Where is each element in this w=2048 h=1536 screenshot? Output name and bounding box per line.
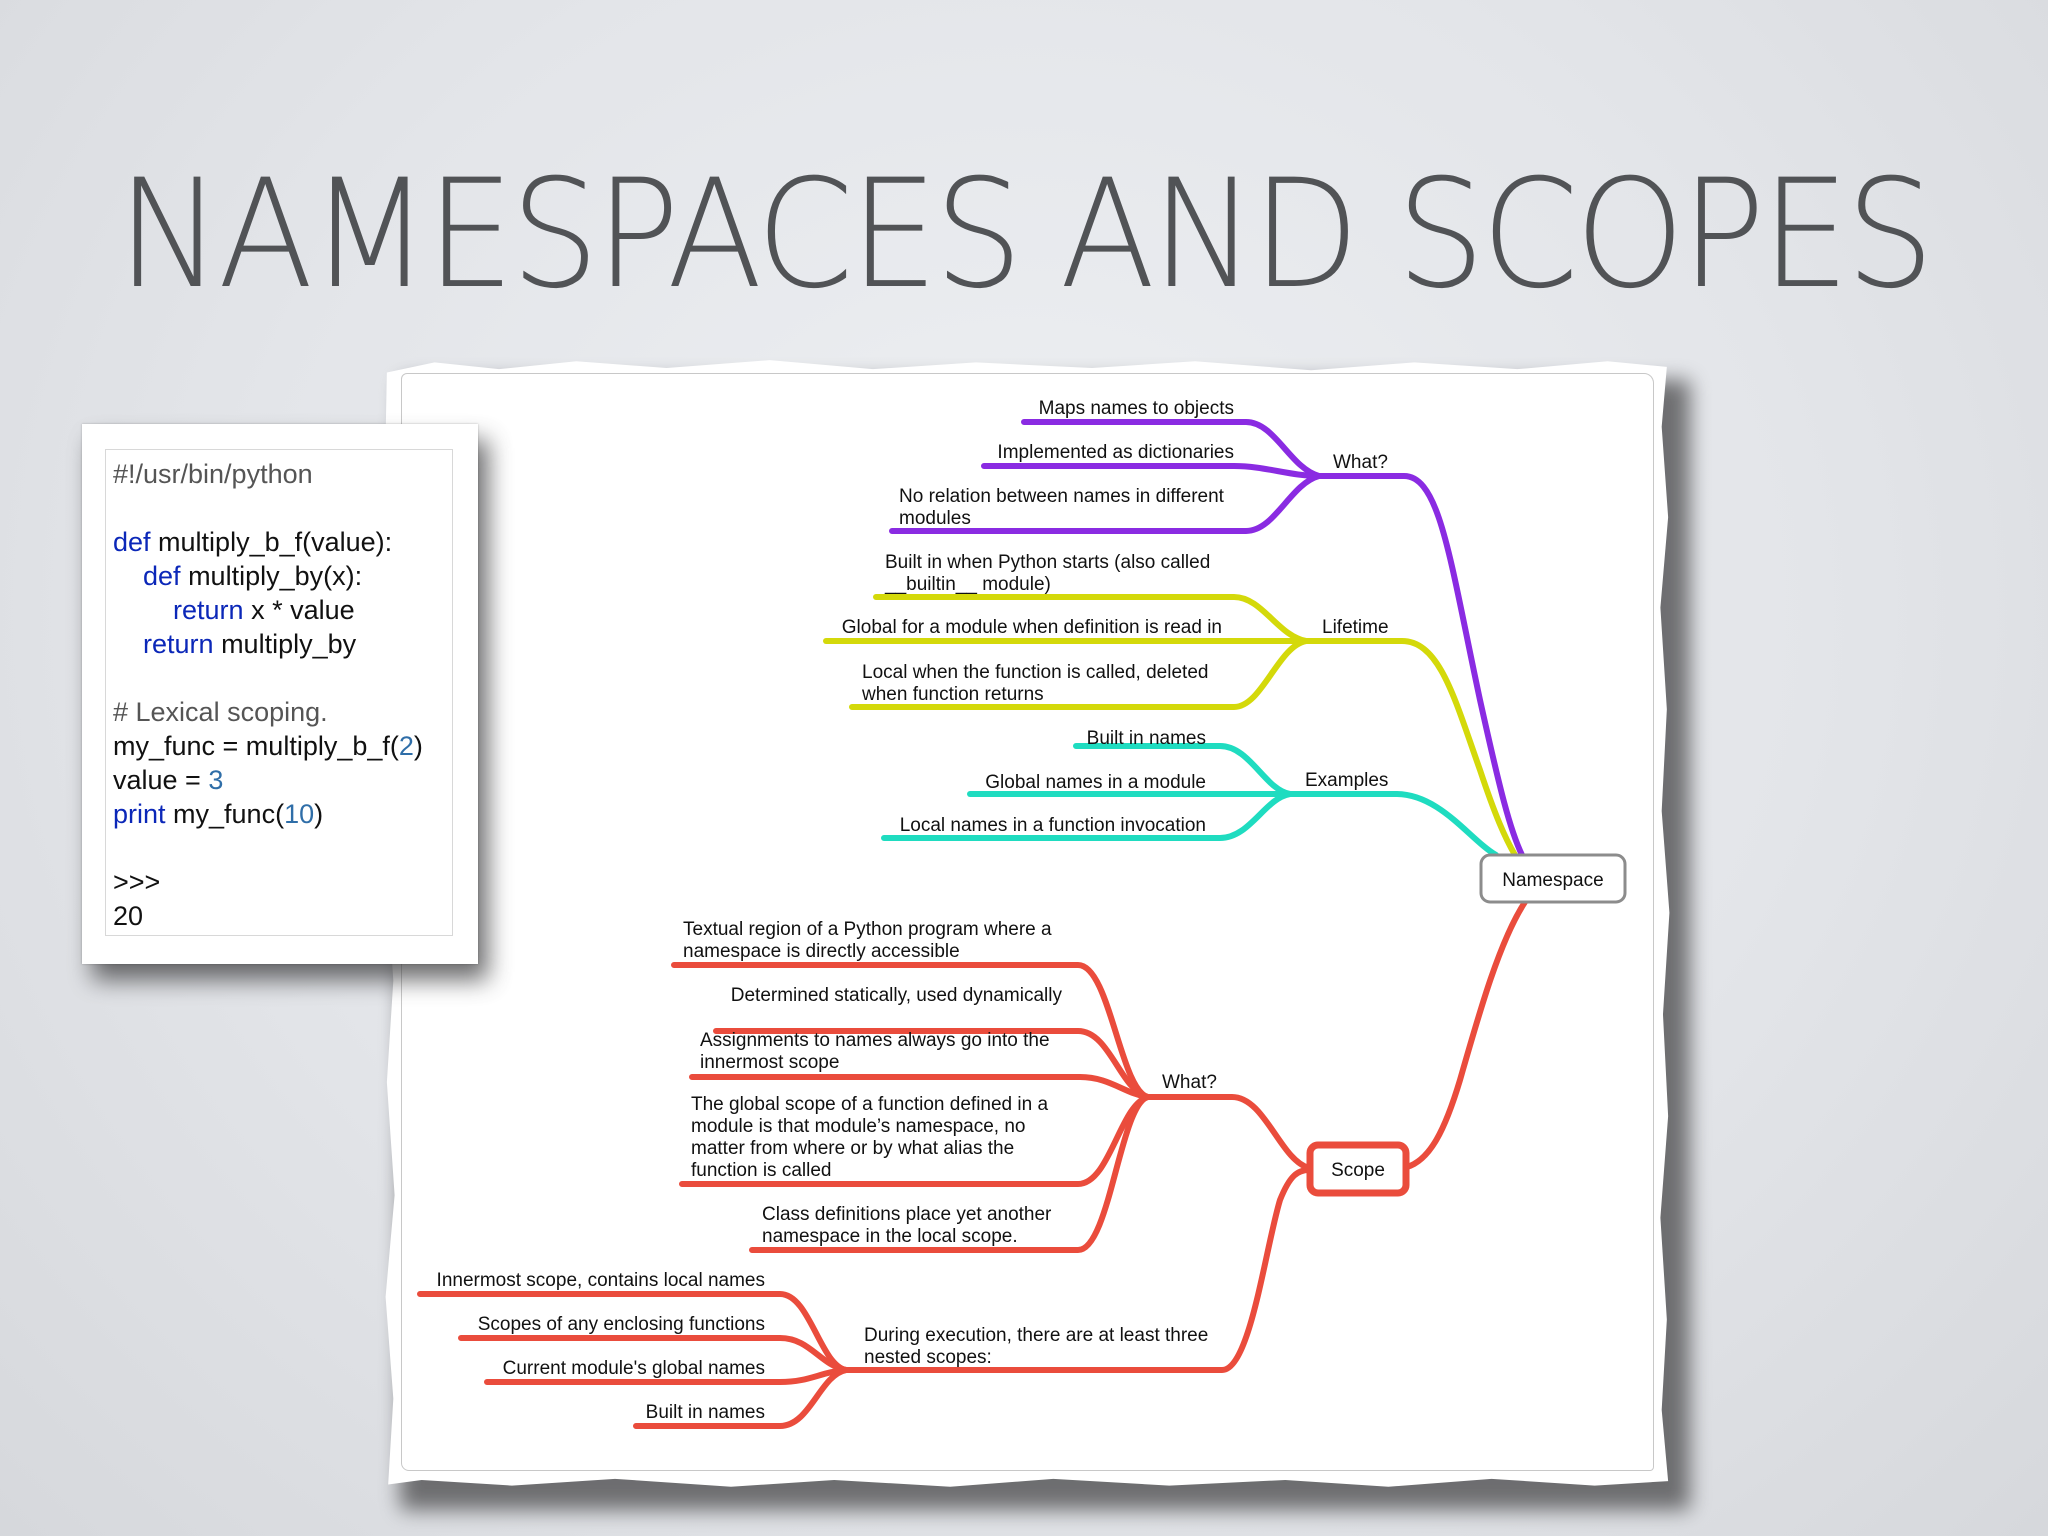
code-line: def multiply_b_f(value):: [113, 525, 423, 559]
code-line: >>>: [113, 865, 423, 899]
code-keyword: def: [143, 561, 181, 591]
code-line: value = 3: [113, 763, 423, 797]
leaf-no-relation-line1: No relation between names in different: [899, 486, 1225, 507]
namespace-what-branch: [889, 419, 1525, 858]
leaf-global-scope-line1: The global scope of a function defined i…: [691, 1094, 1048, 1115]
code-line: my_func = multiply_b_f(2): [113, 729, 423, 763]
code-line: [113, 831, 423, 865]
namespace-examples-branch: [881, 743, 1499, 858]
code-line: 20: [113, 899, 423, 933]
code-line: #!/usr/bin/python: [113, 457, 423, 491]
code-text: [113, 595, 173, 625]
code-text: x * value: [243, 595, 355, 625]
leaf-built-in-names: Built in names: [1087, 728, 1206, 749]
code-keyword: print: [113, 799, 166, 829]
leaf-class-defs-line1: Class definitions place yet another: [762, 1204, 1052, 1225]
code-text: ): [413, 731, 423, 761]
code-number: 3: [208, 765, 224, 795]
python-code-block: #!/usr/bin/python def multiply_b_f(value)…: [113, 457, 423, 933]
leaf-local-when-line1: Local when the function is called, delet…: [862, 662, 1208, 683]
leaf-global-scope-line3: matter from where or by what alias the: [691, 1138, 1014, 1159]
leaf-global-for-module: Global for a module when definition is r…: [842, 617, 1222, 638]
code-line: [113, 491, 423, 525]
code-keyword: def: [113, 527, 151, 557]
leaf-assignments-line1: Assignments to names always go into the: [700, 1030, 1050, 1051]
scope-node-label: Scope: [1331, 1160, 1385, 1181]
leaf-built-in-when-line1: Built in when Python starts (also called: [885, 552, 1210, 573]
torn-paper-mindmap-background: [385, 360, 1670, 1487]
code-text: value =: [113, 765, 209, 795]
namespace-to-scope-link: [1404, 899, 1528, 1170]
code-text: [113, 629, 143, 659]
leaf-no-relation-line2: modules: [899, 508, 971, 529]
leaf-class-defs-line2: namespace in the local scope.: [762, 1226, 1018, 1247]
leaf-global-names-module: Global names in a module: [985, 772, 1206, 793]
code-frame: [105, 449, 453, 936]
namespace-node-label: Namespace: [1502, 870, 1603, 891]
code-text: [113, 561, 143, 591]
scope-node[interactable]: Scope: [1306, 1141, 1410, 1197]
slide-title: NAMESPACES AND SCOPES: [117, 148, 1934, 322]
code-text: my_func = multiply_b_f(: [113, 731, 399, 761]
leaf-innermost-scope: Innermost scope, contains local names: [437, 1270, 765, 1291]
code-number: 10: [284, 799, 315, 829]
code-line: def multiply_by(x):: [113, 559, 423, 593]
leaf-maps-names: Maps names to objects: [1039, 398, 1234, 419]
code-card: #!/usr/bin/python def multiply_b_f(value)…: [82, 424, 478, 964]
code-text: multiply_by(x):: [180, 561, 363, 591]
branch-label-execution-line1: During execution, there are at least thr…: [864, 1325, 1208, 1346]
leaf-assignments-line2: innermost scope: [700, 1052, 839, 1073]
branch-label-examples: Examples: [1305, 770, 1388, 791]
leaf-scope-built-in-names: Built in names: [646, 1402, 765, 1423]
code-line: print my_func(10): [113, 797, 423, 831]
branch-label-namespace-what: What?: [1333, 452, 1388, 473]
code-line: return multiply_by: [113, 627, 423, 661]
code-number: 2: [398, 731, 414, 761]
branch-label-execution-line2: nested scopes:: [864, 1347, 992, 1368]
leaf-global-scope-line2: module is that module’s namespace, no: [691, 1116, 1025, 1137]
scope-execution-branch: [417, 1167, 1312, 1429]
code-keyword: return: [143, 629, 214, 659]
leaf-global-scope-line4: function is called: [691, 1160, 831, 1181]
branch-label-lifetime: Lifetime: [1322, 617, 1389, 638]
leaf-enclosing-functions: Scopes of any enclosing functions: [478, 1314, 765, 1335]
leaf-textual-region-line2: namespace is directly accessible: [683, 941, 960, 962]
scope-what-branch: [671, 962, 1312, 1253]
code-text: multiply_b_f(value):: [150, 527, 393, 557]
code-line: [113, 661, 423, 695]
branch-label-scope-what: What?: [1162, 1072, 1217, 1093]
leaf-local-names-invocation: Local names in a function invocation: [900, 815, 1206, 836]
leaf-textual-region-line1: Textual region of a Python program where…: [683, 919, 1052, 940]
leaf-built-in-when-line2: __builtin__ module): [884, 574, 1051, 595]
code-line: # Lexical scoping.: [113, 695, 423, 729]
leaf-determined-statically: Determined statically, used dynamically: [731, 985, 1063, 1006]
namespace-lifetime-branch: [823, 594, 1518, 858]
code-text: multiply_by: [213, 629, 357, 659]
code-text: >>>: [113, 867, 161, 897]
code-keyword: return: [173, 595, 244, 625]
leaf-implemented-dicts: Implemented as dictionaries: [997, 442, 1234, 463]
code-text: ): [314, 799, 324, 829]
code-text: my_func(: [165, 799, 285, 829]
namespace-node[interactable]: Namespace: [1479, 853, 1627, 904]
leaf-local-when-line2: when function returns: [861, 684, 1044, 705]
code-line: return x * value: [113, 593, 423, 627]
code-comment: # Lexical scoping.: [113, 697, 328, 727]
code-text: 20: [113, 901, 144, 931]
leaf-module-global-names: Current module's global names: [503, 1358, 765, 1379]
code-comment: #!/usr/bin/python: [113, 459, 313, 489]
